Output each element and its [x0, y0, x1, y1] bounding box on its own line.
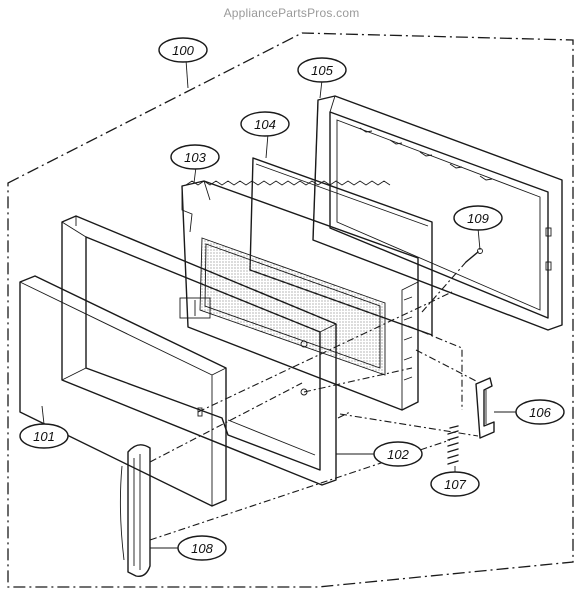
- part-107-spring: [447, 425, 459, 465]
- callout-106-label: 106: [529, 405, 551, 420]
- callout-105-label: 105: [311, 63, 333, 78]
- callout-107: 107: [430, 466, 480, 497]
- part-109-screw: [465, 248, 483, 263]
- callout-109-label: 109: [467, 211, 489, 226]
- callout-101-label: 101: [33, 429, 55, 444]
- part-108-handle: [119, 444, 151, 577]
- callout-108: 108: [150, 535, 227, 561]
- callout-101: 101: [19, 405, 69, 449]
- watermark-text: AppliancePartsPros.com: [223, 6, 360, 20]
- callout-107-label: 107: [444, 477, 466, 492]
- callout-104: 104: [240, 111, 290, 159]
- callout-108-label: 108: [191, 541, 213, 556]
- callout-105: 105: [297, 57, 347, 99]
- callout-103-label: 103: [184, 150, 206, 165]
- callout-102-label: 102: [387, 447, 409, 462]
- callout-104-label: 104: [254, 117, 276, 132]
- part-103-inner-frame: [181, 180, 419, 411]
- callout-103: 103: [170, 144, 220, 184]
- alignment-lines: [149, 261, 479, 541]
- part-102-door-frame: [61, 215, 337, 486]
- assembly-boundary: [7, 32, 574, 588]
- callout-100-label: 100: [172, 43, 194, 58]
- callout-109: 109: [453, 205, 503, 251]
- part-106-latch: [475, 377, 495, 439]
- callout-102: 102: [336, 441, 423, 467]
- callout-100: 100: [158, 37, 208, 89]
- part-101-door-panel: [19, 275, 227, 507]
- part-104-glass: [249, 157, 433, 336]
- callout-106: 106: [494, 399, 565, 425]
